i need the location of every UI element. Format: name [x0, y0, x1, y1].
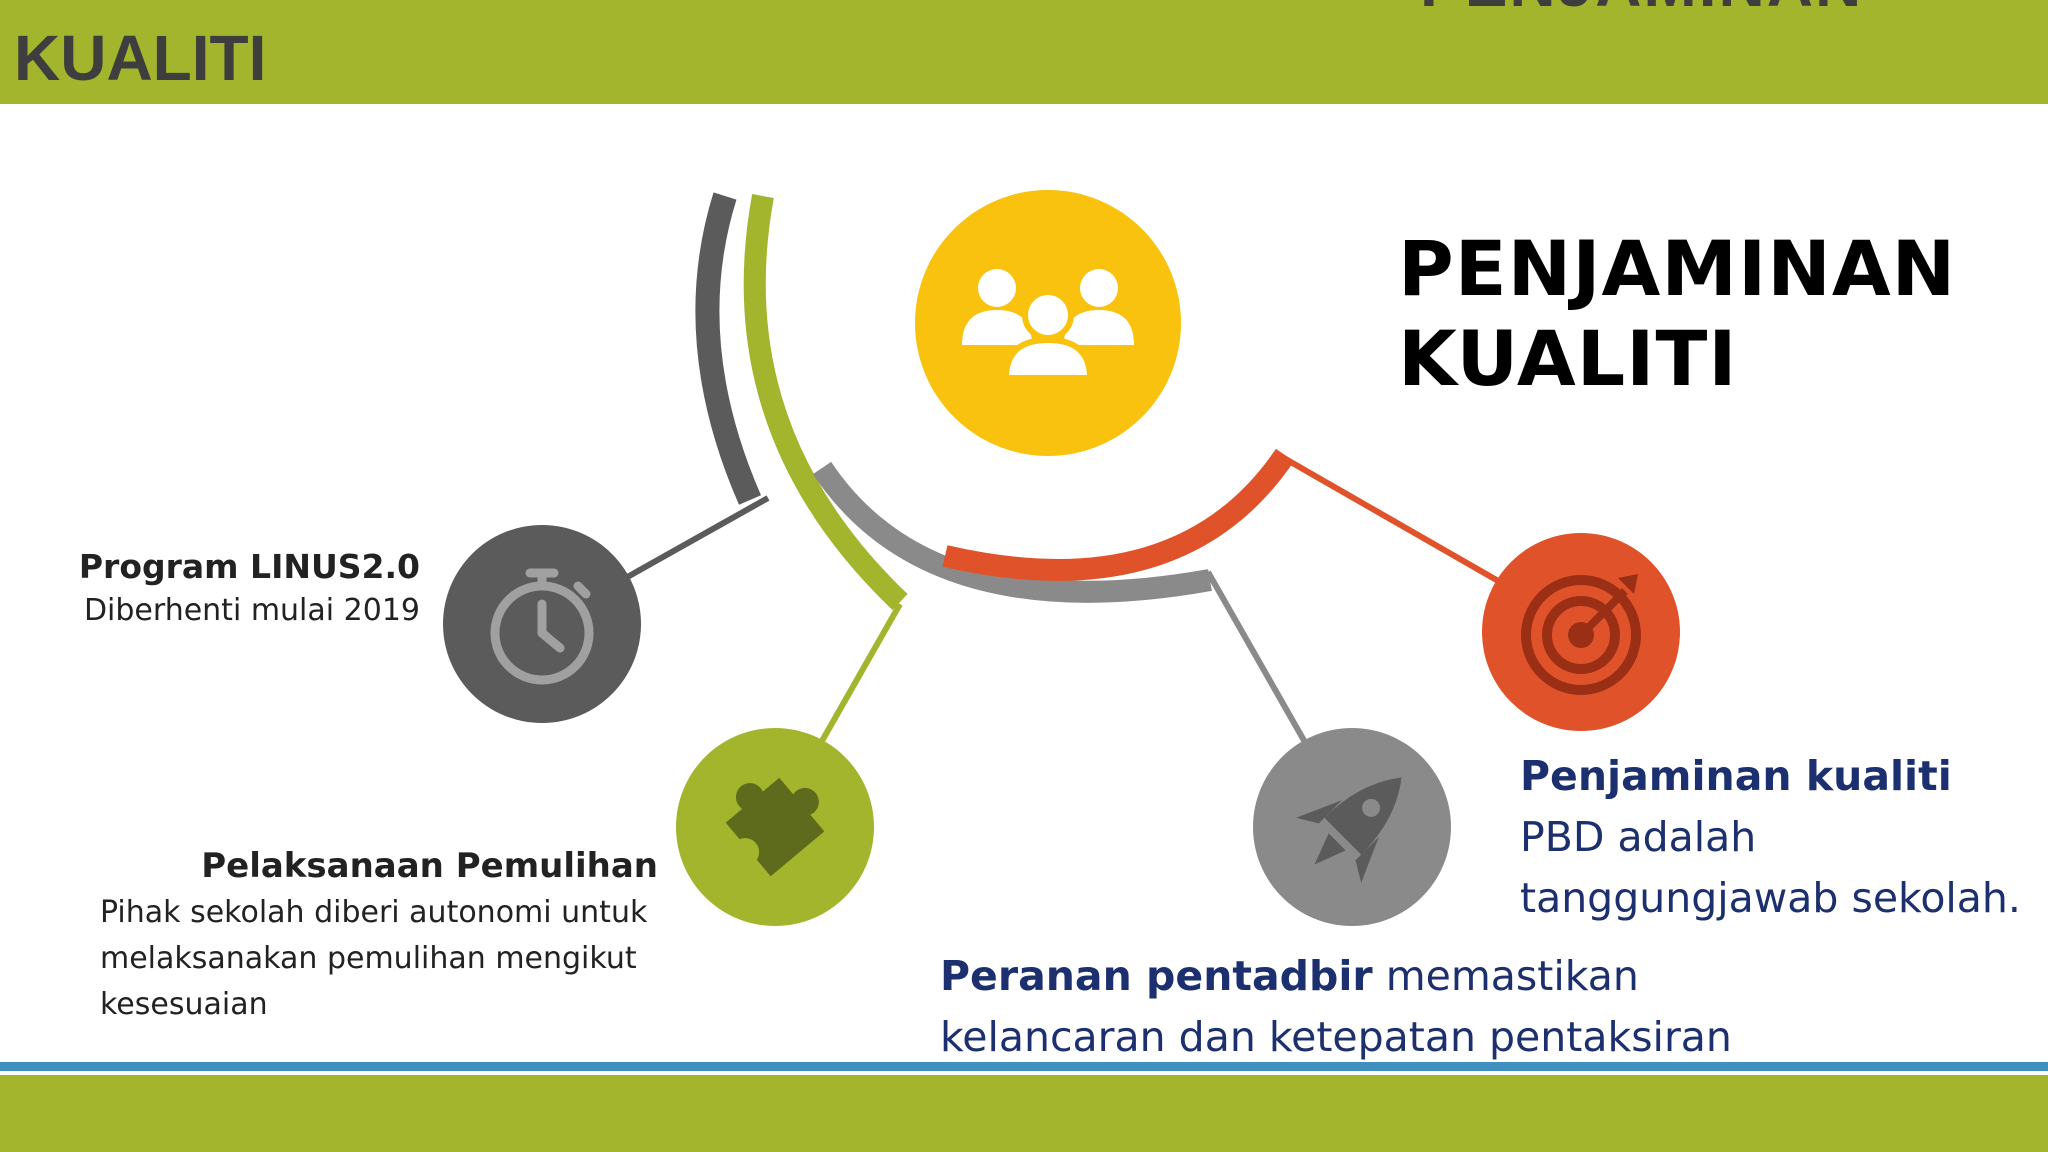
header-clipped-title: PENJAMINAN — [1420, 0, 1863, 20]
pentadbir-bold-text: Peranan pentadbir — [940, 952, 1373, 1000]
users-group-icon — [962, 269, 1134, 381]
puzzle-piece-icon — [725, 777, 825, 877]
rocket-icon — [1296, 777, 1402, 883]
top-banner: PENJAMINAN KUALITI — [0, 0, 2048, 104]
main-title-line1: PENJAMINAN — [1398, 224, 1957, 313]
linus-text-block: Program LINUS2.0 Diberhenti mulai 2019 — [60, 544, 420, 632]
connector-target — [1280, 454, 1502, 585]
stopwatch-icon — [490, 568, 594, 685]
pemulihan-heading: Pelaksanaan Pemulihan — [201, 846, 658, 886]
header-title: KUALITI — [14, 22, 267, 94]
main-title-line2: KUALITI — [1398, 314, 1738, 403]
green-arc — [743, 194, 908, 610]
pemulihan-body: Pihak sekolah diberi autonomi untuk mela… — [100, 895, 648, 1022]
bottom-banner — [0, 1075, 2048, 1152]
bottom-blue-line — [0, 1062, 2048, 1071]
pentadbir-text-block: Peranan pentadbir memastikan kelancaran … — [940, 946, 1820, 1068]
dark-gray-arc — [695, 192, 761, 505]
pemulihan-text-block: Pelaksanaan Pemulihan Pihak sekolah dibe… — [100, 842, 670, 1028]
pentadbir-rest-text: memastikan kelancaran dan ketepatan pent… — [940, 952, 1732, 1061]
pbd-text-block: Penjaminan kualiti PBD adalah tanggungja… — [1520, 746, 2040, 929]
connector-stopwatch — [620, 495, 770, 583]
target-icon — [1521, 574, 1641, 695]
linus-heading: Program LINUS2.0 — [78, 547, 420, 586]
pbd-bold-text: Penjaminan kualiti — [1520, 752, 1952, 800]
orange-arc — [942, 448, 1295, 581]
connector-puzzle — [815, 602, 903, 750]
pbd-rest-text: PBD adalah tanggungjawab sekolah. — [1520, 813, 2021, 922]
linus-body: Diberhenti mulai 2019 — [83, 593, 420, 628]
gray-arc — [812, 461, 1212, 603]
main-title: PENJAMINAN KUALITI — [1398, 224, 1956, 404]
connector-rocket — [1205, 570, 1309, 746]
